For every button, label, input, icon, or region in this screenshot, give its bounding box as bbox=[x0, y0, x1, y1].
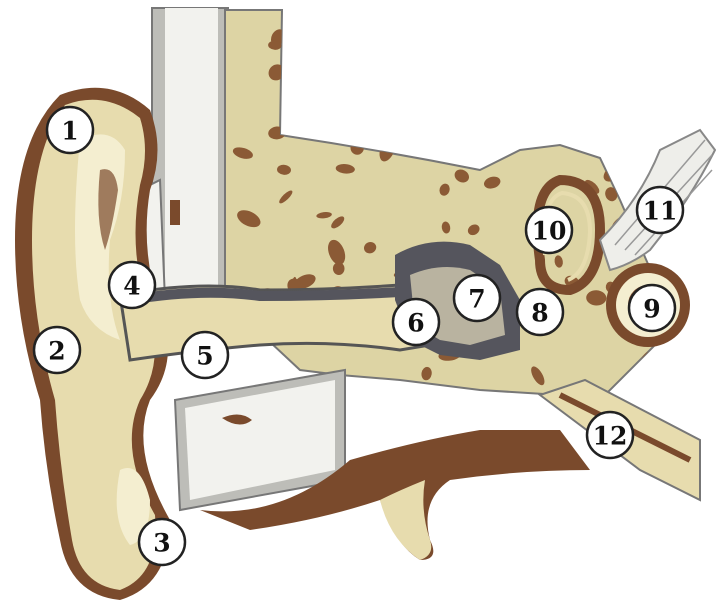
label-number: 2 bbox=[48, 337, 65, 366]
label-number: 5 bbox=[196, 342, 213, 371]
bone-spot bbox=[439, 32, 456, 46]
label-number: 9 bbox=[643, 295, 660, 324]
bone-spot bbox=[463, 30, 472, 49]
bone-spot bbox=[303, 9, 316, 31]
bone-spot bbox=[513, 116, 531, 132]
label-number: 7 bbox=[468, 285, 485, 314]
label-number: 6 bbox=[407, 309, 424, 338]
ear-canal bbox=[120, 285, 430, 360]
bone-spot bbox=[299, 26, 330, 51]
label-number: 10 bbox=[532, 217, 567, 246]
bone-spot bbox=[605, 142, 621, 153]
label-number: 3 bbox=[153, 529, 170, 558]
bone-spot bbox=[449, 24, 464, 43]
label-3: 3 bbox=[139, 519, 185, 565]
label-4: 4 bbox=[109, 262, 155, 308]
bone-spot bbox=[602, 75, 612, 90]
label-5: 5 bbox=[182, 332, 228, 378]
bone-spot bbox=[379, 130, 398, 147]
label-12: 12 bbox=[587, 412, 633, 458]
label-1: 1 bbox=[47, 107, 93, 153]
label-6: 6 bbox=[393, 299, 439, 345]
label-11: 11 bbox=[637, 187, 683, 233]
bone-spot bbox=[543, 60, 562, 79]
bone-spot bbox=[443, 35, 461, 63]
bone-spot bbox=[379, 96, 399, 115]
label-2: 2 bbox=[34, 327, 80, 373]
bone-spot bbox=[500, 113, 518, 125]
label-number: 8 bbox=[531, 299, 548, 328]
label-10: 10 bbox=[526, 207, 572, 253]
label-number: 4 bbox=[123, 272, 140, 301]
label-8: 8 bbox=[517, 289, 563, 335]
label-7: 7 bbox=[454, 275, 500, 321]
bone-spot bbox=[464, 20, 482, 37]
label-number: 1 bbox=[61, 117, 78, 146]
bone-spot bbox=[413, 33, 436, 63]
label-9: 9 bbox=[629, 285, 675, 331]
bone-spot bbox=[634, 130, 648, 150]
label-number: 11 bbox=[643, 197, 678, 226]
bone-spot bbox=[359, 99, 381, 120]
label-number: 12 bbox=[593, 422, 628, 451]
